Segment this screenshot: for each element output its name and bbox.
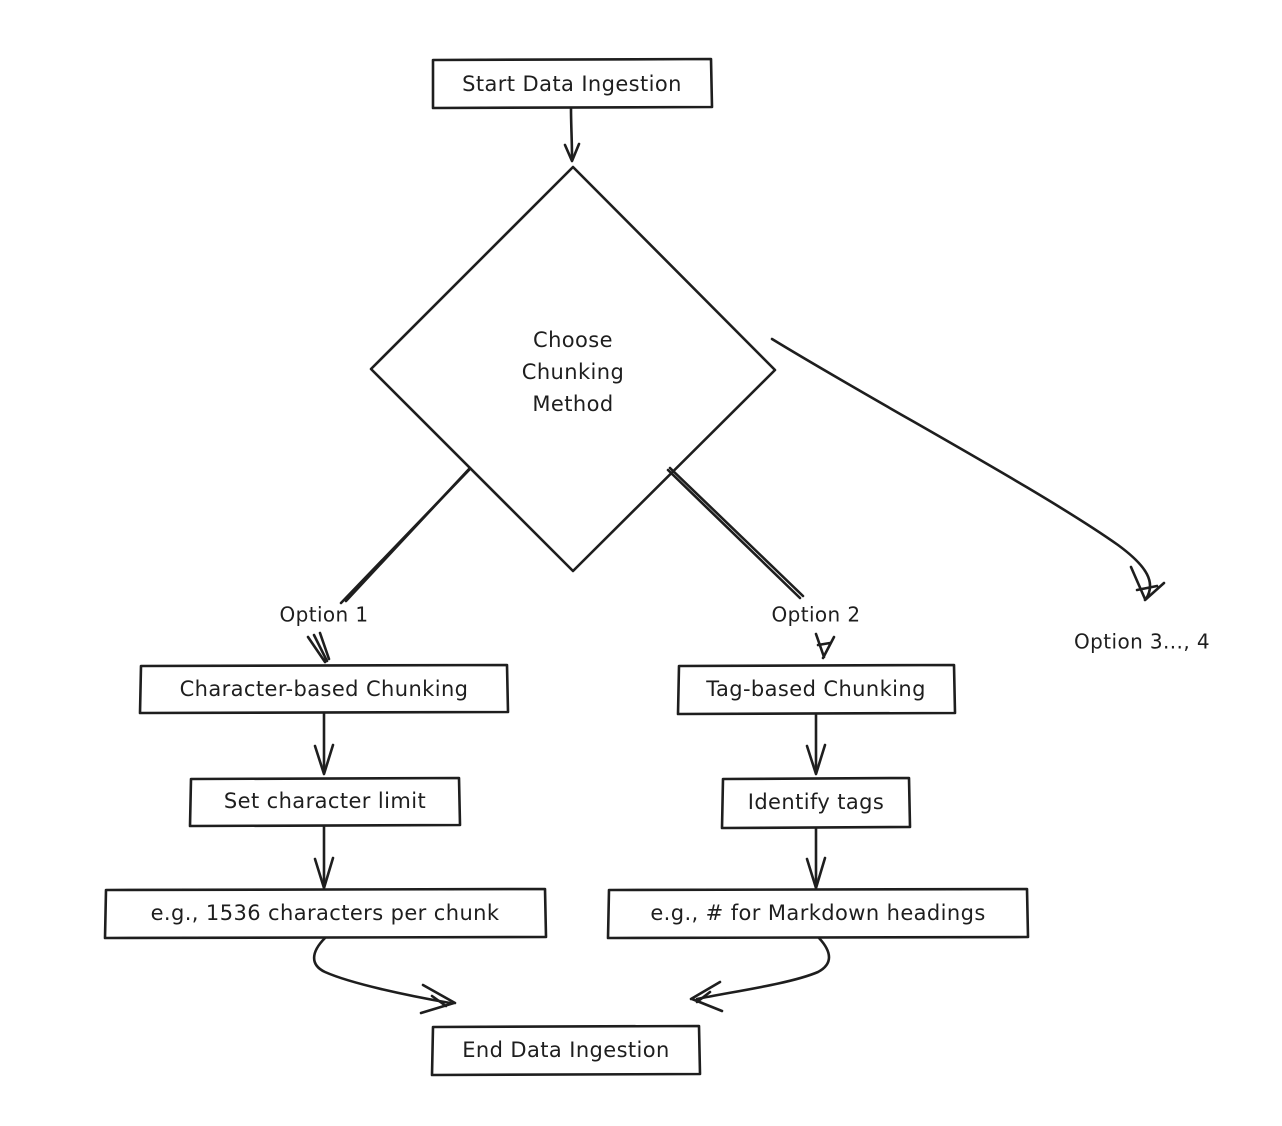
tag-example-label: e.g., # for Markdown headings	[650, 901, 985, 925]
edge-option2-line	[666, 468, 802, 600]
arrowhead-icon	[805, 743, 827, 776]
edge-charchunking-to-charlimit	[313, 712, 335, 776]
node-end[interactable]: End Data Ingestion	[430, 1024, 702, 1077]
arrowhead-icon	[563, 142, 581, 163]
node-character-based-chunking[interactable]: Character-based Chunking	[138, 663, 510, 715]
character-limit-label: Set character limit	[224, 789, 426, 813]
node-tag-based-chunking[interactable]: Tag-based Chunking	[676, 663, 957, 716]
character-limit-box	[188, 776, 462, 828]
node-identify-tags[interactable]: Identify tags	[720, 776, 912, 830]
edge-option3-label: Option 3..., 4	[1074, 630, 1210, 654]
arrowhead-icon	[313, 743, 335, 776]
edge-identifytags-to-tagexample	[805, 827, 827, 890]
edge-option3-line	[770, 337, 1152, 601]
edge-right-to-end-line	[695, 936, 831, 1001]
tag-chunking-label: Tag-based Chunking	[705, 677, 926, 701]
arrowhead-icon	[805, 856, 827, 890]
arrowhead-icon	[1129, 565, 1166, 602]
end-node-label: End Data Ingestion	[462, 1038, 670, 1062]
edge-charlimit-to-charexample	[313, 825, 335, 890]
edge-charexample-to-end	[312, 936, 457, 1015]
arrowhead-icon	[306, 631, 331, 664]
decision-node-label-line1: Choose	[533, 328, 613, 352]
edge-option1: Option 1	[279, 466, 472, 664]
node-character-example[interactable]: e.g., 1536 characters per chunk	[103, 887, 548, 940]
node-decision[interactable]: Choose Chunking Method	[369, 165, 777, 573]
identify-tags-box	[720, 776, 912, 830]
edge-tagchunking-to-identifytags	[805, 713, 827, 776]
edge-option1-label: Option 1	[279, 603, 368, 627]
edge-option3: Option 3..., 4	[770, 337, 1210, 654]
node-set-character-limit[interactable]: Set character limit	[188, 776, 462, 828]
edge-option2-label: Option 2	[771, 603, 860, 627]
edge-option1-line-sketch	[339, 468, 471, 605]
character-example-label: e.g., 1536 characters per chunk	[151, 901, 500, 925]
decision-node-label-line3: Method	[532, 392, 613, 416]
start-node-label: Start Data Ingestion	[462, 72, 682, 96]
edge-start-to-decision	[563, 107, 581, 163]
decision-node-label-line2: Chunking	[522, 360, 624, 384]
identify-tags-label: Identify tags	[748, 790, 885, 814]
node-tag-example[interactable]: e.g., # for Markdown headings	[606, 887, 1030, 940]
edge-left-to-end-line	[312, 936, 452, 1005]
tag-chunking-box	[676, 663, 957, 716]
character-example-box	[103, 887, 548, 940]
arrowhead-icon	[313, 856, 335, 890]
end-node-box	[430, 1024, 702, 1077]
start-node-box	[431, 57, 714, 110]
decision-node-diamond	[369, 165, 777, 573]
arrowhead-icon	[814, 632, 836, 660]
edge-tagexample-to-end	[689, 936, 831, 1013]
tag-example-box	[606, 887, 1030, 940]
character-chunking-label: Character-based Chunking	[180, 677, 469, 701]
edge-option2-line-sketch	[668, 466, 805, 598]
edge-option2: Option 2	[666, 466, 860, 660]
node-start[interactable]: Start Data Ingestion	[431, 57, 714, 110]
arrowhead-icon	[689, 980, 724, 1013]
character-chunking-box	[138, 663, 510, 715]
edge-start-decision-line	[569, 107, 574, 159]
arrowhead-icon	[419, 983, 457, 1015]
